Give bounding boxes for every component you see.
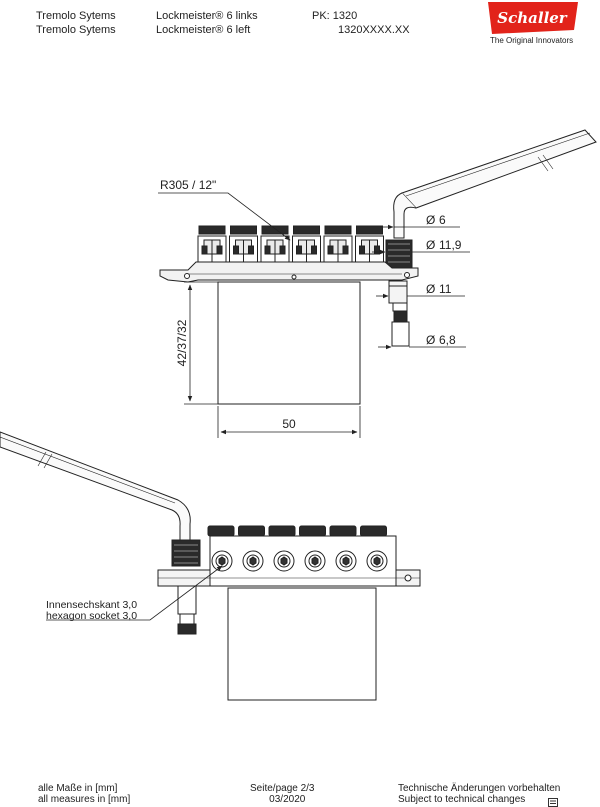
diameter-6-8-symbol: Ø — [426, 333, 435, 347]
locking-screw-side — [388, 280, 410, 347]
footer-measures-de: alle Maße in [mm] — [38, 783, 118, 794]
footer-measures-en: all measures in [mm] — [38, 794, 131, 805]
radius-label: R305 / 12" — [160, 178, 216, 192]
part-number-line-2: 1320XXXX.XX — [338, 24, 410, 36]
saddle-top-front — [360, 525, 387, 537]
tremolo-arm-side — [393, 129, 597, 239]
schaller-logo: Schaller — [488, 2, 578, 34]
footer-changes-en: Subject to technical changes — [398, 794, 526, 805]
hex-socket-leader — [46, 565, 223, 621]
logo-text: Schaller — [497, 9, 568, 27]
part-number-line-1: PK: 1320 — [312, 10, 358, 22]
saddle-top-front — [299, 525, 326, 537]
dimension-lines-side — [158, 192, 470, 438]
hex-screw — [211, 550, 233, 572]
hex-socket-label-de: Innensechskant 3,0 — [46, 599, 137, 611]
saddle-housing-front — [209, 535, 397, 587]
hex-screw — [366, 550, 388, 572]
diameter-11-9-symbol: Ø — [426, 238, 435, 252]
series-title-line-1: Tremolo Sytems — [36, 10, 116, 22]
footer-measures: alle Maße in [mm] all measures in [mm] — [38, 783, 130, 805]
model-name-line-2: Lockmeister® 6 left — [156, 24, 251, 36]
footer-date: 03/2020 — [269, 794, 306, 805]
footer-page-info: Seite/page 2/3 03/2020 — [250, 783, 315, 805]
saddle-top-front — [329, 525, 357, 537]
diameter-callouts: Ø 6 Ø 11,9 Ø 11 Ø 6,8 — [426, 213, 462, 347]
diameter-6-label: 6 — [439, 213, 446, 227]
diameter-11-label: 11 — [439, 282, 452, 296]
diameter-11-symbol: Ø — [426, 282, 435, 296]
footer-disclaimer: Technische Änderungen vorbehalten Subjec… — [398, 783, 560, 805]
arm-collar — [385, 239, 413, 269]
logo-banner — [488, 2, 578, 34]
model-name: Lockmeister® 6 links Lockmeister® 6 left — [156, 9, 258, 37]
part-number: PK: 1320 1320XXXX.XX — [312, 9, 410, 37]
footer-changes-de: Technische Änderungen vorbehalten — [398, 783, 561, 794]
saddle-side — [260, 225, 290, 263]
arm-collar-front — [171, 539, 201, 567]
saddle-side — [229, 225, 258, 263]
saddle-side — [323, 225, 353, 263]
diameter-11-9-label: 11,9 — [439, 238, 462, 252]
base-plate-side — [159, 261, 419, 283]
width-label: 50 — [282, 417, 296, 431]
tremolo-arm-front — [0, 431, 191, 547]
brand-tagline: The Original Innovators — [490, 36, 574, 45]
saddle-side — [197, 225, 227, 263]
sustain-block-front — [227, 587, 377, 701]
side-view — [158, 129, 597, 438]
sustain-block-side — [217, 281, 361, 405]
hex-screw — [273, 550, 295, 572]
saddle-row-front — [207, 525, 387, 537]
series-title-line-2: Tremolo Sytems — [36, 24, 116, 36]
model-name-line-1: Lockmeister® 6 links — [156, 10, 258, 22]
locking-screw-front — [177, 583, 197, 635]
height-label: 42/37/32 — [175, 319, 189, 366]
series-title: Tremolo Sytems Tremolo Sytems — [36, 9, 116, 37]
base-plate-front — [157, 569, 421, 587]
saddle-top-front — [207, 525, 235, 537]
saddle-side — [292, 225, 321, 263]
diameter-6-symbol: Ø — [426, 213, 435, 227]
document-icon — [548, 798, 558, 807]
saddle-side — [355, 225, 384, 263]
saddle-top-front — [238, 525, 265, 537]
footer-page: Seite/page 2/3 — [250, 783, 315, 794]
diameter-6-8-label: 6,8 — [439, 333, 456, 347]
string-lock-screws — [211, 550, 388, 572]
hex-screw — [335, 550, 357, 572]
saddle-top-front — [268, 525, 296, 537]
hex-socket-label-en: hexagon socket 3,0 — [46, 610, 137, 622]
front-view — [0, 431, 421, 701]
hex-screw — [304, 550, 326, 572]
hex-screw — [242, 550, 264, 572]
saddle-row-side — [197, 225, 384, 263]
